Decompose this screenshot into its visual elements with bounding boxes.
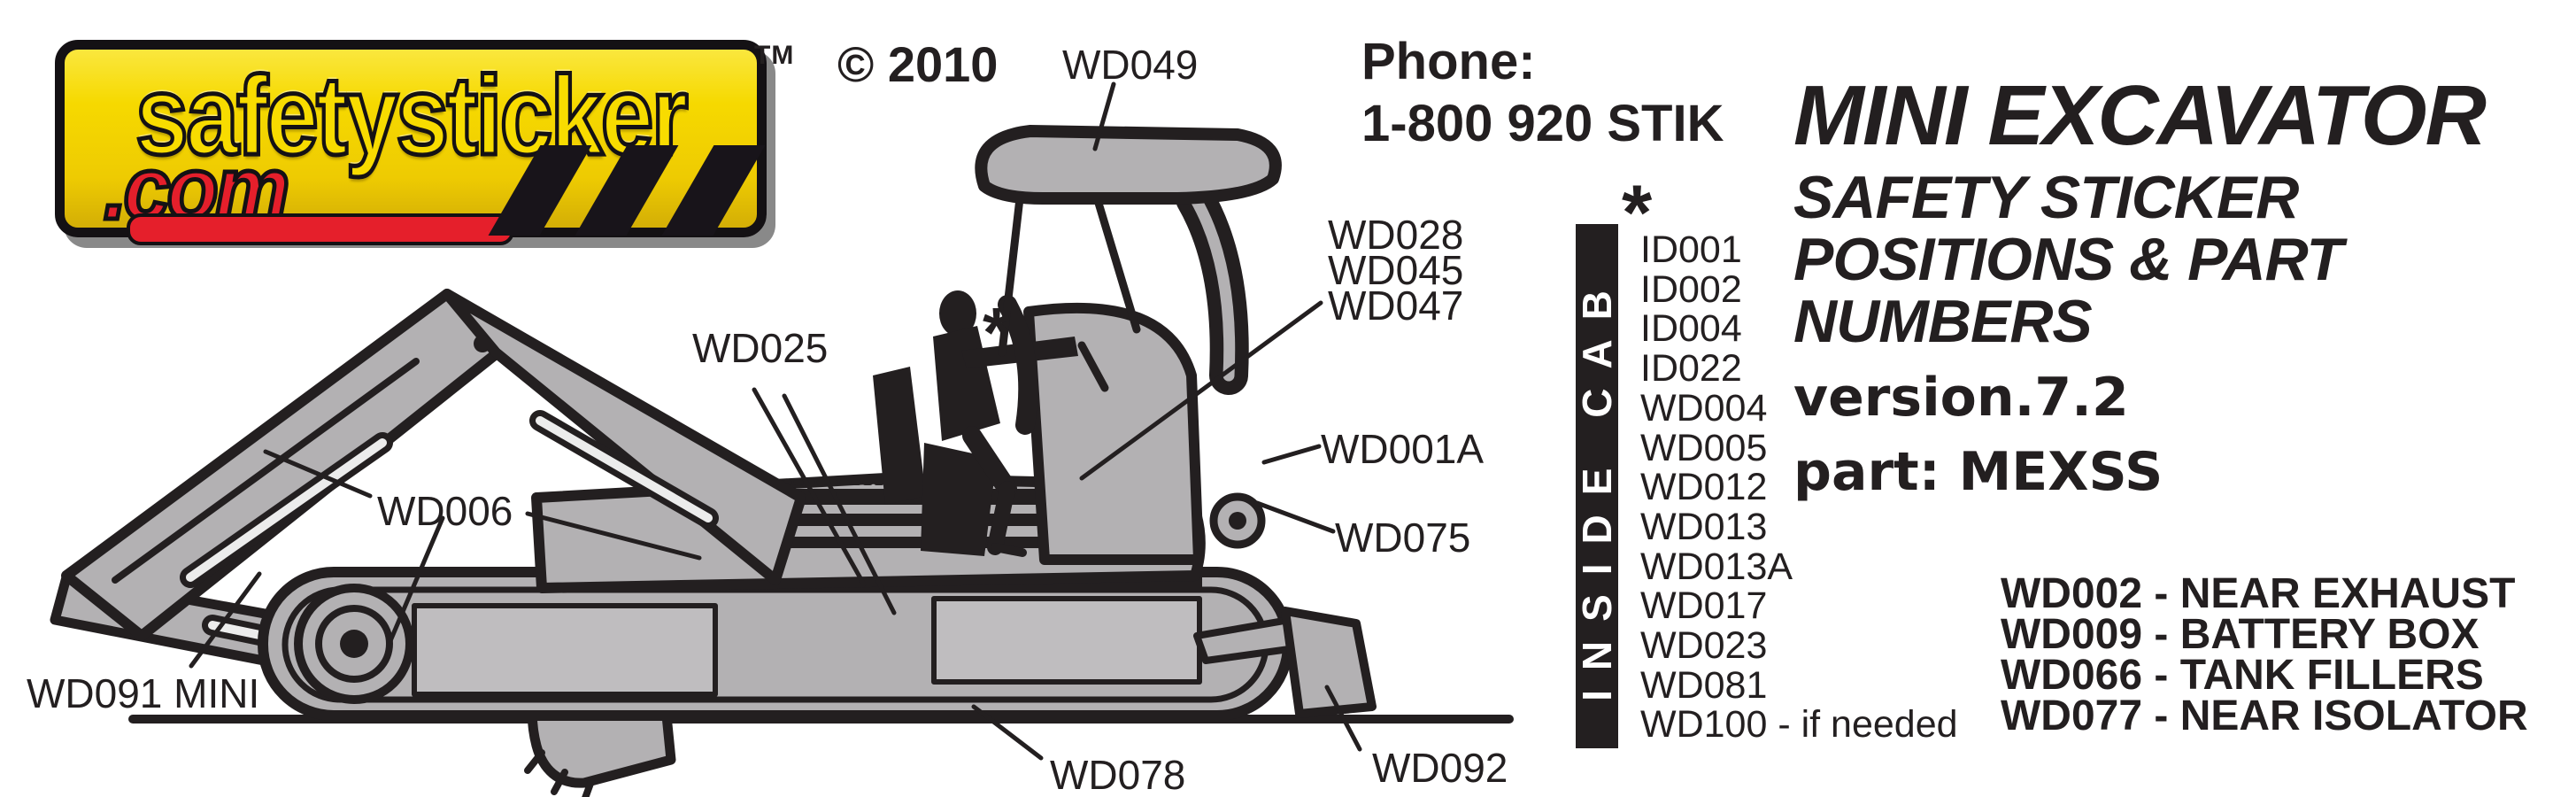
rear-body (1023, 302, 1266, 565)
inside-cab-item: WD004 (1640, 386, 1768, 429)
page-subtitle-1: SAFETY STICKER (1793, 164, 2299, 231)
callout-wd049: WD049 (1062, 42, 1199, 88)
version-text: version.7.2 (1793, 367, 2129, 429)
tracks (258, 567, 1293, 721)
inside-cab-item: ID004 (1640, 307, 1742, 351)
excavator-boom (442, 289, 806, 585)
line-wd025b (782, 393, 897, 615)
logo-brand-text: safetysticker (134, 51, 690, 181)
inside-cab-item: WD081 (1640, 663, 1768, 707)
operator-figure (873, 290, 1078, 556)
copyright-text: © 2010 (837, 36, 999, 92)
canopy (975, 125, 1282, 395)
phone-label: Phone: (1361, 33, 1536, 90)
callout-wd025: WD025 (692, 325, 829, 371)
machine-asterisk-marker: * (983, 293, 1011, 372)
inside-cab-list: ID001 ID002 ID004 ID022 WD004 WD005 WD01… (1640, 230, 1958, 745)
line-wd049 (1092, 81, 1116, 151)
page-subtitle-2: POSITIONS & PART (1793, 226, 2343, 293)
line-wd091 (189, 571, 262, 669)
inside-cab-item: WD005 (1640, 426, 1768, 469)
position-item-wd002: WD002 - NEAR EXHAUST (2001, 570, 2516, 617)
callout-wd047: WD047 (1328, 282, 1464, 329)
trademark-symbol: TM (754, 41, 795, 70)
line-wd006a (263, 449, 373, 499)
line-wd001a (1261, 444, 1322, 465)
part-number-text: part: MEXSS (1793, 441, 2163, 503)
inside-cab-item: ID001 (1640, 228, 1742, 271)
line-wd047 (1079, 300, 1323, 481)
page-title: MINI EXCAVATOR (1793, 68, 2487, 163)
inside-cab-item: WD023 (1640, 624, 1768, 668)
line-wd092 (1324, 685, 1362, 752)
callout-wd092: WD092 (1372, 745, 1508, 791)
callout-wd006: WD006 (377, 488, 513, 534)
inside-cab-item: ID002 (1640, 267, 1742, 311)
callout-wd075: WD075 (1335, 515, 1471, 561)
callout-lines (189, 81, 1362, 761)
line-wd006c (525, 511, 702, 561)
phone-number: 1-800 920 STIK (1361, 95, 1724, 152)
position-item-wd066: WD066 - TANK FILLERS (2001, 652, 2484, 699)
inside-cab-item: WD012 (1640, 466, 1768, 509)
inside-cab-asterisk-marker: * (1622, 168, 1653, 256)
other-positions-list: WD002 - NEAR EXHAUST WD009 - BATTERY BOX… (2001, 570, 2528, 739)
inside-cab-bar: INSIDE CAB (1574, 224, 1620, 748)
inside-cab-item: WD013A (1640, 545, 1793, 588)
logo-red-swash (127, 213, 514, 245)
line-wd025a (752, 387, 867, 587)
inside-cab-item: ID022 (1640, 347, 1742, 391)
dozer-blade (1193, 607, 1377, 718)
line-wd075 (1254, 500, 1336, 534)
safetysticker-logo: safetysticker .com (55, 40, 767, 245)
inside-cab-item: WD017 (1640, 584, 1768, 628)
inside-cab-header: INSIDE CAB (1574, 271, 1620, 701)
position-item-wd009: WD009 - BATTERY BOX (2001, 611, 2480, 658)
position-item-wd077: WD077 - NEAR ISOLATOR (2001, 693, 2528, 739)
line-wd078 (971, 704, 1044, 761)
callout-wd078: WD078 (1050, 752, 1186, 797)
callout-wd045: WD045 (1328, 247, 1464, 293)
callout-wd001a: WD001A (1321, 426, 1485, 472)
callout-wd028: WD028 (1328, 212, 1464, 258)
callout-wd091-mini: WD091 MINI (27, 670, 260, 716)
inside-cab-item: WD100 - if needed (1640, 703, 1958, 747)
line-wd006b (387, 515, 445, 646)
seat-back (998, 295, 1038, 435)
page-subtitle-3: NUMBERS (1793, 288, 2093, 355)
inside-cab-item: WD013 (1640, 505, 1768, 548)
